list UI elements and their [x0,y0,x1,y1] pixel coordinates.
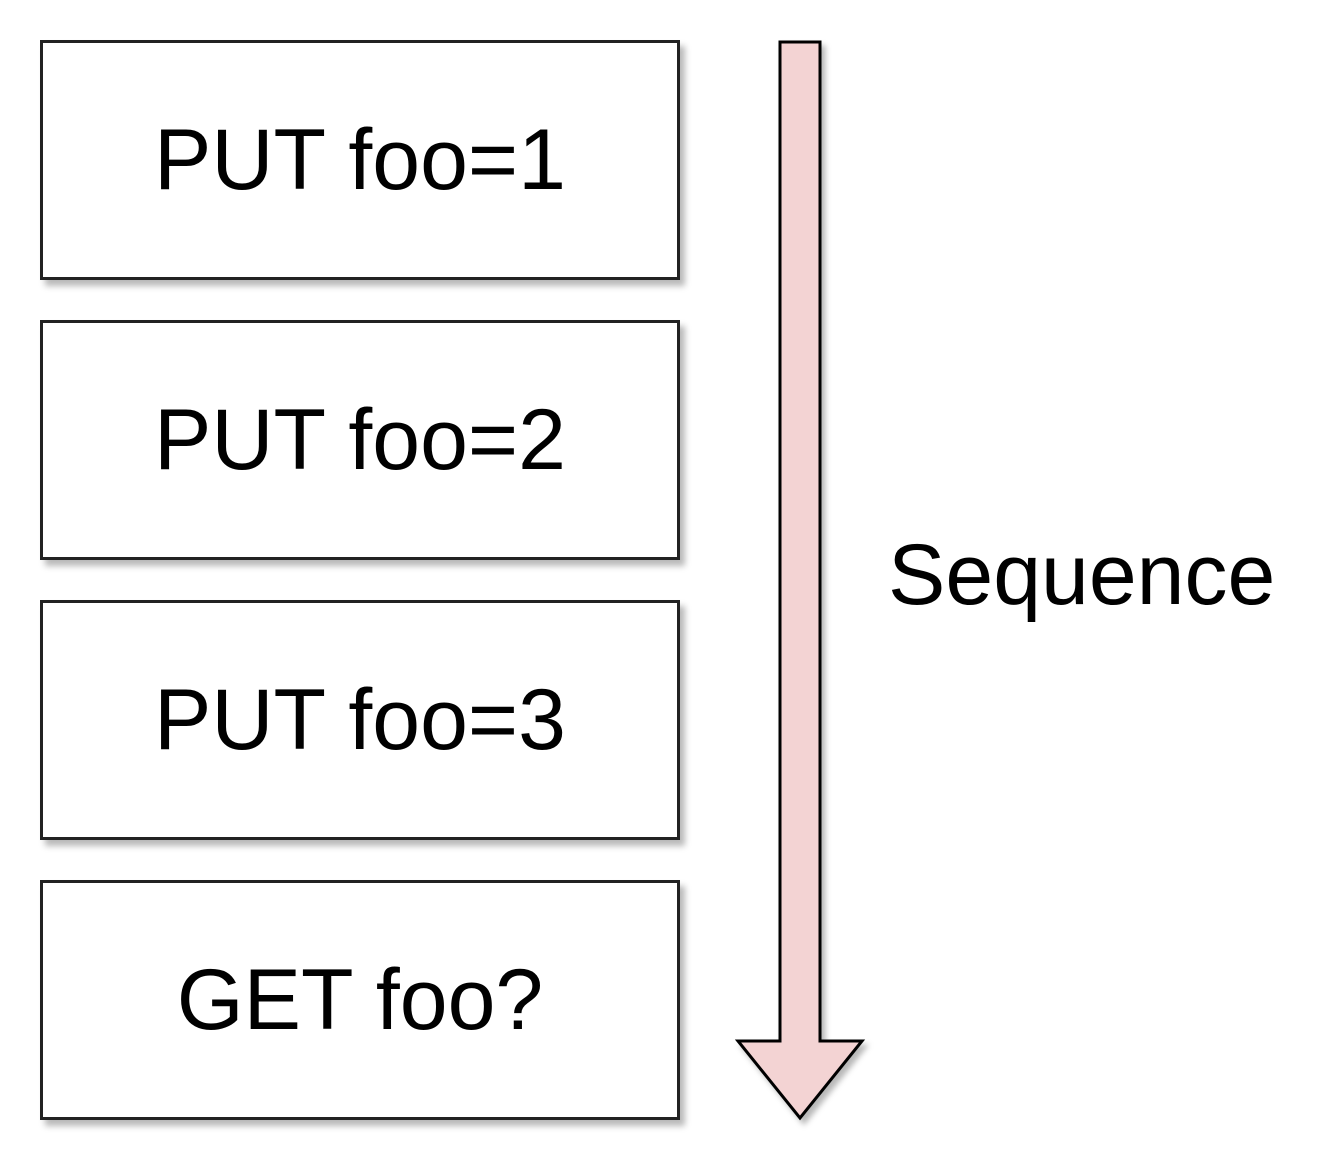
sequence-arrow-shape [734,40,866,1121]
operation-box-put-foo-1: PUT foo=1 [40,40,680,280]
operation-box-get-foo: GET foo? [40,880,680,1120]
operation-label: PUT foo=3 [154,672,566,768]
operation-label: PUT foo=2 [154,392,566,488]
operation-box-put-foo-3: PUT foo=3 [40,600,680,840]
operation-label: PUT foo=1 [154,112,566,208]
sequence-label: Sequence [888,527,1276,623]
operation-box-put-foo-2: PUT foo=2 [40,320,680,560]
operation-label: GET foo? [176,952,544,1048]
